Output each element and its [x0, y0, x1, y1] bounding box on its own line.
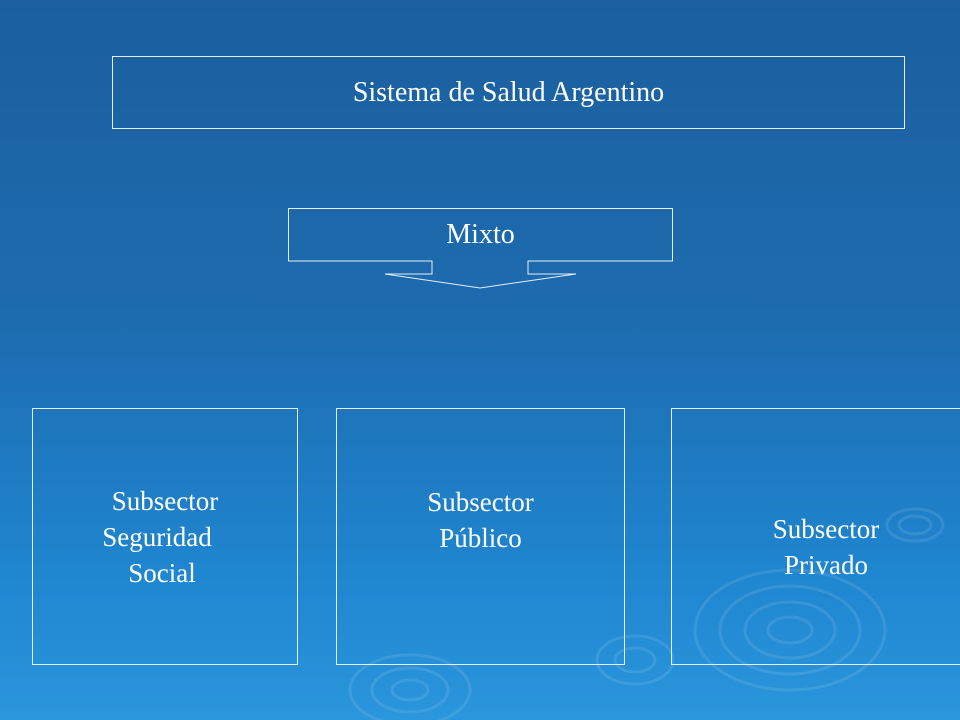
- subsector-3-line-2: Privado: [783, 549, 868, 580]
- diagram-title-box: Sistema de Salud Argentino: [112, 56, 905, 129]
- subsector-1-line-2: Seguridad: [102, 521, 212, 552]
- subsector-3-line-1: Subsector: [772, 513, 880, 544]
- subsector-2-line-2: Público: [439, 522, 522, 553]
- mixto-label: Mixto: [446, 219, 515, 250]
- diagram-title: Sistema de Salud Argentino: [352, 76, 665, 108]
- subsector-publico-box: Subsector Público: [336, 408, 625, 665]
- subsector-1-line-1: Subsector: [111, 485, 219, 516]
- subsector-1-line-3: Social: [128, 557, 196, 588]
- subsector-seguridad-social-box: Subsector Seguridad Social: [32, 408, 298, 665]
- subsector-2-line-1: Subsector: [427, 486, 534, 517]
- subsector-privado-box: Subsector Privado: [671, 408, 960, 665]
- mixto-box: Mixto: [288, 208, 673, 261]
